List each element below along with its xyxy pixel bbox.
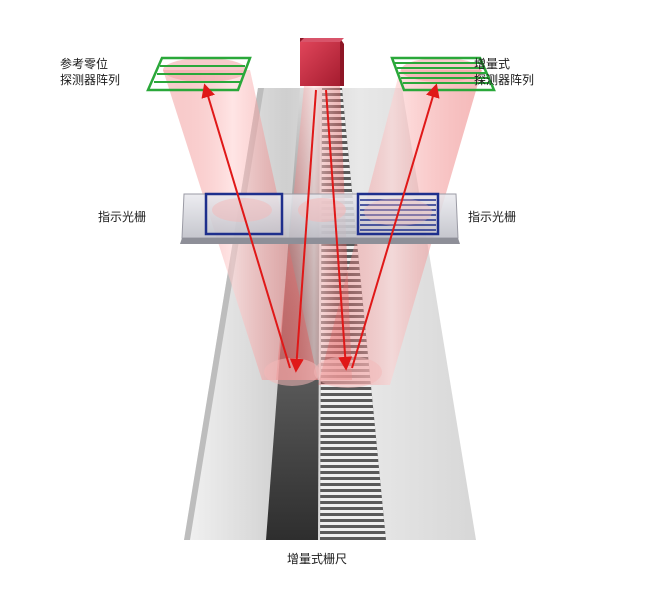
- index-grating-label-right: 指示光栅: [468, 210, 517, 224]
- reference-beam-top: [163, 58, 247, 82]
- scale-label: 增量式栅尺: [287, 552, 348, 566]
- reference-spot: [264, 358, 320, 386]
- reference-detector-label-line1: 参考零位: [60, 57, 109, 71]
- arrow-source-to-reference: [289, 89, 317, 373]
- index-grating-plate: [180, 192, 460, 244]
- incremental-detector-label-line2: 探测器阵列: [474, 73, 535, 87]
- index-grating-label-left: 指示光栅: [98, 210, 147, 224]
- incremental-detector-label: 增量式 探测器阵列: [474, 56, 534, 88]
- incremental-spot: [314, 356, 382, 388]
- arrow-reference-return: [201, 83, 291, 369]
- reference-detector-label: 参考零位 探测器阵列: [60, 56, 120, 88]
- incremental-detector-label-line1: 增量式: [474, 57, 511, 71]
- light-path-arrows: [201, 83, 440, 373]
- arrow-incremental-return: [351, 83, 440, 369]
- reference-detector-label-line2: 探测器阵列: [60, 73, 121, 87]
- light-source-block: [300, 42, 340, 86]
- arrow-source-to-incremental: [325, 89, 353, 371]
- incremental-detector-array: [390, 56, 496, 92]
- light-source: [300, 38, 344, 86]
- index-window-reference: [204, 192, 284, 236]
- reference-detector-array: [146, 56, 252, 92]
